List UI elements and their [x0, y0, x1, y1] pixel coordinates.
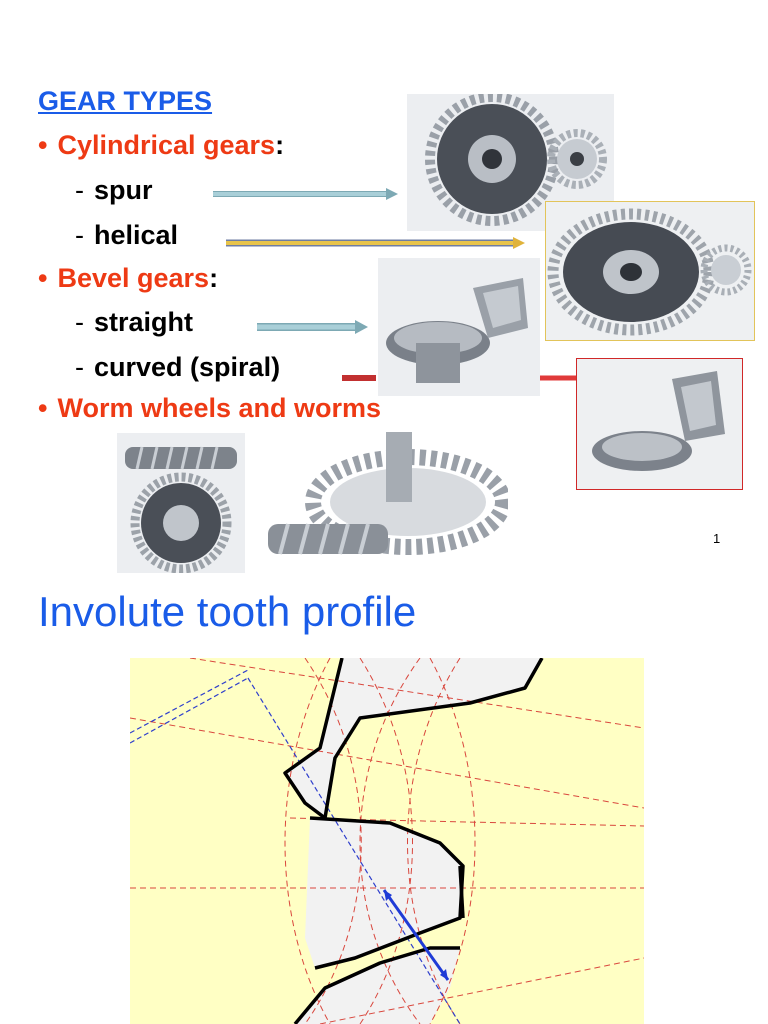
bullet-label: Worm wheels and worms [57, 393, 382, 423]
bullet-dot: • [38, 263, 48, 293]
slide-heading: GEAR TYPES [38, 86, 213, 116]
involute-profile-drawing [130, 658, 644, 1024]
page-number: 1 [713, 531, 721, 546]
helical-gear-image [545, 201, 755, 341]
subitem-label: straight [94, 307, 194, 337]
worm-wheel-image [268, 432, 508, 572]
straight-bevel-gear-image [378, 258, 540, 396]
worm-gear-image [117, 433, 245, 573]
bullet-colon: : [275, 130, 285, 160]
subitem-dash: - [75, 352, 84, 382]
arrow-straight [257, 320, 368, 334]
subitem-dash: - [75, 220, 84, 250]
subitem-spur: -spur [75, 175, 153, 206]
straight-bevel-gear-icon [378, 258, 540, 396]
arrow-helical [226, 237, 525, 249]
bullet-dot: • [38, 130, 48, 160]
spiral-bevel-gear-icon [577, 359, 742, 489]
arrow-spur [213, 188, 398, 200]
worm-wheel-icon [268, 432, 508, 572]
subitem-label: helical [94, 220, 179, 250]
bullet-dot: • [38, 393, 48, 423]
line-of-action-arrow [382, 889, 450, 981]
bullet-cylindrical-gears: • Cylindrical gears: [38, 130, 284, 161]
subitem-label: curved (spiral) [94, 352, 281, 382]
helical-gear-icon [546, 202, 754, 340]
subitem-dash: - [75, 307, 84, 337]
bullet-colon: : [209, 263, 219, 293]
section-title: Involute tooth profile [38, 588, 417, 635]
worm-gear-icon [117, 433, 245, 573]
subitem-dash: - [75, 175, 84, 205]
bullet-bevel-gears: • Bevel gears: [38, 263, 218, 294]
involute-tooth-diagram [130, 658, 644, 1024]
bullet-label: Bevel gears [57, 263, 210, 293]
subitem-straight: -straight [75, 307, 193, 338]
spiral-bevel-gear-image [576, 358, 743, 490]
bullet-label: Cylindrical gears [57, 130, 276, 160]
subitem-label: spur [94, 175, 153, 205]
subitem-helical: -helical [75, 220, 178, 251]
subitem-curved: -curved (spiral) [75, 352, 280, 383]
bullet-worm-wheels: • Worm wheels and worms [38, 393, 381, 424]
